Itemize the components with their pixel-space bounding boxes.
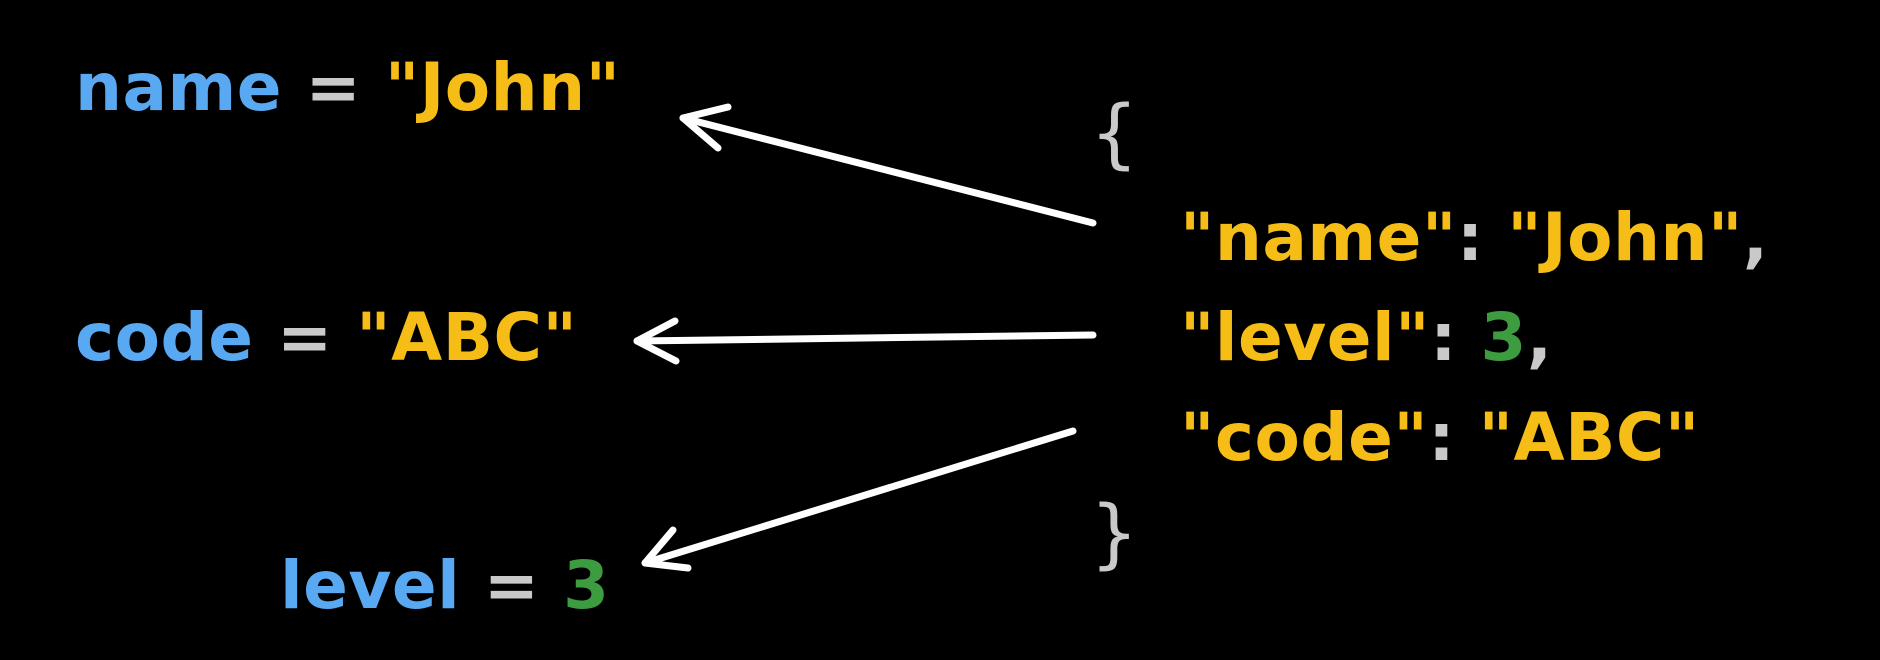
json-key: "code" <box>1180 399 1429 476</box>
json-key: "name" <box>1180 199 1457 276</box>
equals-sign: = <box>276 299 333 376</box>
json-comma: , <box>1742 199 1769 276</box>
json-line-level: "level": 3, <box>1180 305 1552 371</box>
json-open-brace: { <box>1090 88 1139 177</box>
arrow-name <box>679 103 1097 227</box>
arrow-code <box>633 317 1097 365</box>
variable-name: level <box>280 547 461 624</box>
json-colon: : <box>1428 399 1456 476</box>
equals-sign: = <box>483 547 540 624</box>
json-colon: : <box>1430 299 1457 376</box>
assignment-level: level = 3 <box>280 553 610 619</box>
value-string: "ABC" <box>356 299 578 376</box>
json-value-string: "ABC" <box>1478 399 1700 476</box>
value-number: 3 <box>563 547 610 624</box>
json-close-brace: } <box>1090 488 1139 577</box>
json-value-string: "John" <box>1507 199 1743 276</box>
equals-sign: = <box>305 49 362 126</box>
json-colon: : <box>1456 199 1484 276</box>
arrow-level <box>641 427 1077 572</box>
json-line-code: "code": "ABC" <box>1180 405 1700 471</box>
json-key: "level" <box>1180 299 1431 376</box>
variable-name: name <box>75 49 283 126</box>
variable-name: code <box>75 299 254 376</box>
json-line-name: "name": "John", <box>1180 205 1768 271</box>
assignment-code: code = "ABC" <box>75 305 577 371</box>
json-value-number: 3 <box>1480 299 1527 376</box>
value-string: "John" <box>384 49 621 126</box>
assignment-name: name = "John" <box>75 55 621 121</box>
json-comma: , <box>1526 299 1553 376</box>
